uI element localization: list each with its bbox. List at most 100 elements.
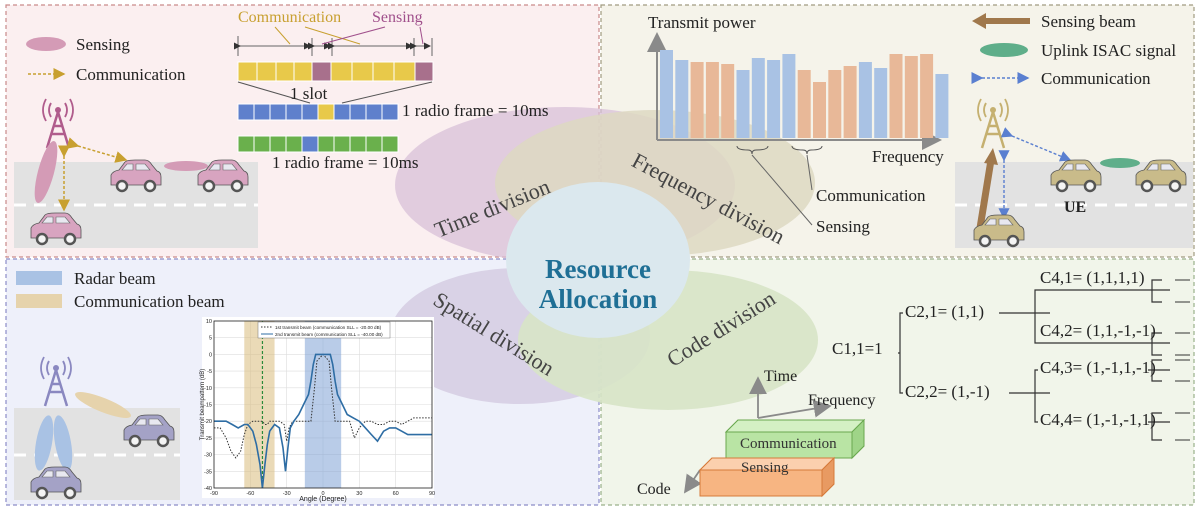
spectrum-bar (920, 54, 934, 138)
sensing-legend-label: Sensing (76, 35, 130, 54)
spectrum-bars (660, 50, 949, 138)
frame-cell (349, 103, 367, 121)
chart-x-tick: 90 (429, 491, 435, 497)
frame-cell (237, 135, 255, 153)
frame-row-2 (237, 135, 399, 153)
slot-comm-pointers (274, 26, 361, 45)
frame-cell (333, 103, 351, 121)
radar-beam-legend-label: Radar beam (74, 269, 156, 288)
spectrum-bar (782, 54, 796, 138)
frame2-label: 1 radio frame = 10ms (272, 153, 419, 172)
spectrum-bar (813, 82, 826, 138)
sensing-box (698, 456, 836, 498)
slot-cell (351, 61, 374, 82)
comm-brace (736, 145, 769, 155)
spectrum-bar (660, 50, 673, 138)
c43-bg (1038, 356, 1148, 378)
sensing-spectrum-label: Sensing (816, 217, 870, 236)
chart-x-tick: 0 (321, 491, 324, 497)
chart-x-tick: 30 (356, 491, 362, 497)
zoom-line-left (237, 81, 311, 104)
sensing-beam-side (164, 161, 208, 171)
spectrum-bar (751, 58, 765, 138)
slot-cell (275, 61, 295, 82)
sensing-beam-arrowhead (972, 13, 986, 29)
chart-x-tick: -90 (210, 491, 218, 497)
code-c41: C4,1= (1,1,1,1) (1040, 268, 1145, 287)
comm-beam-legend-label: Communication beam (74, 292, 225, 311)
chart-y-tick: -40 (204, 486, 212, 492)
frame-cell (269, 103, 287, 121)
frame-cell (237, 103, 255, 121)
slot-cell (293, 61, 313, 82)
frame-cell (301, 135, 319, 153)
frame-row-1 (237, 103, 399, 121)
code-c22: C2,2= (1,-1) (905, 382, 990, 401)
code-axis (683, 469, 702, 494)
bracket-sensing-label: Sensing (372, 9, 423, 26)
slot-row (237, 61, 434, 82)
frequency-axis-label-3d: Frequency (808, 392, 876, 409)
sensing-beam-down (34, 141, 58, 203)
frame-cell (317, 135, 335, 153)
frame-cell (365, 103, 383, 121)
sensing-beam-legend-label: Sensing beam (1041, 12, 1136, 31)
spectrum-bar (736, 70, 750, 138)
code-c42: C4,2= (1,1,-1,-1) (1040, 321, 1156, 340)
spectrum-bar (935, 74, 949, 138)
frame-cell (381, 103, 399, 121)
chart-y-tick: -25 (204, 436, 212, 442)
chart-y-tick: -15 (204, 403, 212, 409)
slot-cell (237, 61, 258, 82)
ue-comm-link (1000, 127, 1072, 162)
chart-x-tick: -30 (283, 491, 291, 497)
frame-cell (269, 135, 287, 153)
frame-cell (349, 135, 367, 153)
communication-box (724, 418, 866, 460)
chart-series-line-1 (214, 353, 432, 459)
chart-legend-label: 2nd transmit beam (communication SLL = -… (275, 332, 383, 337)
bracket-communication-label: Communication (238, 9, 341, 26)
slot-cell (311, 61, 332, 82)
frame-cell (333, 135, 351, 153)
root-bg (828, 337, 898, 359)
comm-beam (75, 392, 131, 418)
chart-x-tick: 60 (393, 491, 399, 497)
code-c44: C4,4= (1,-1,-1,1) (1040, 410, 1156, 429)
chart-y-tick: 0 (209, 352, 212, 358)
spectrum-bar (675, 60, 689, 138)
spectrum-bar (904, 56, 918, 138)
chart-x-tick: -60 (246, 491, 254, 497)
chart-y-tick: -20 (204, 419, 212, 425)
center-circle (506, 182, 690, 338)
chart-frame (213, 320, 433, 489)
spectrum-bar (889, 54, 903, 138)
spectrum-bar (843, 66, 857, 138)
frame-cell (365, 135, 383, 153)
sense-brace (791, 145, 823, 155)
slot-cell (330, 61, 353, 82)
spectrum-bar (828, 70, 842, 138)
frame-cell (285, 103, 303, 121)
center-title-line1: Resource (545, 254, 651, 284)
c22-bg (903, 380, 1009, 402)
frequency-axis-3d (757, 399, 832, 419)
comm-beam-legend-icon (16, 294, 62, 308)
uplink-legend-label: Uplink ISAC signal (1041, 41, 1176, 60)
slot-label: 1 slot (290, 84, 328, 103)
zoom-line-right (341, 81, 433, 104)
code-axis-label: Code (637, 481, 671, 498)
sensing-beam-arrow-head (984, 148, 998, 165)
communication-legend-label-2: Communication (1041, 69, 1151, 88)
chart-y-label: Transmit beampattern (dB) (200, 369, 206, 440)
uplink-signal (1100, 158, 1140, 168)
slot-cell (414, 61, 434, 82)
radar-beam-legend-icon (16, 271, 62, 285)
frequency-axis-label: Frequency (872, 147, 944, 166)
spectrum-bar (705, 62, 719, 138)
transmit-power-label: Transmit power (648, 13, 756, 32)
slot-cell (393, 61, 416, 82)
